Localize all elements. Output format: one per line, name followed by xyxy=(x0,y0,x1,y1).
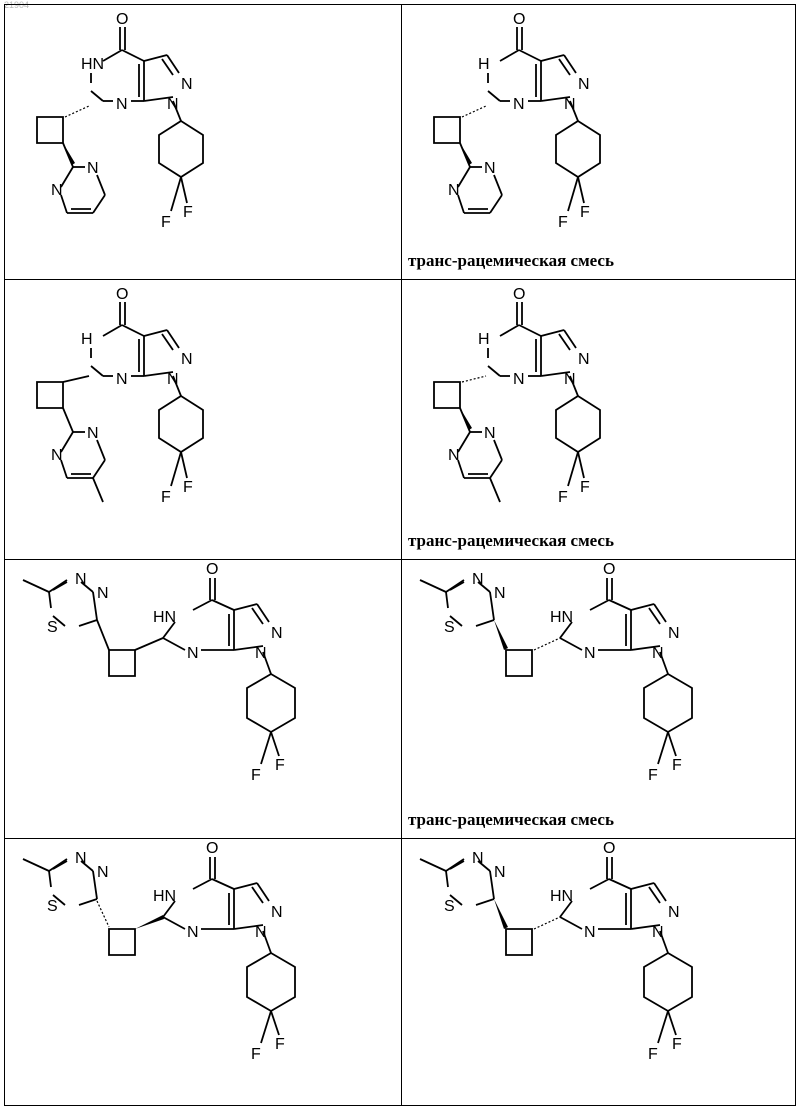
atom-label: HN xyxy=(153,888,176,905)
atom-label: F xyxy=(183,204,193,221)
atom-label: N xyxy=(51,447,63,464)
cell-r2-c2: O H N N N N N F F транс-рацемическая сме… xyxy=(402,280,797,559)
atom-label: N xyxy=(181,76,193,93)
atom-label: N xyxy=(448,182,460,199)
atom-label: H xyxy=(478,331,490,348)
atom-label: N xyxy=(652,645,664,662)
atom-label: O xyxy=(206,561,218,578)
chemical-structure-pyrimidinyl-cyclobutyl-pyrazolopyrimidinone-trans: O H N N N N N F F xyxy=(402,5,797,279)
atom-label: F xyxy=(183,479,193,496)
atom-label: N xyxy=(87,425,99,442)
atom-label: F xyxy=(672,1036,682,1053)
atom-label: H xyxy=(81,331,93,348)
atom-label: N xyxy=(484,425,496,442)
atom-label: N xyxy=(584,924,596,941)
atom-label: O xyxy=(116,286,128,303)
atom-label: N xyxy=(116,371,128,388)
atom-label: S xyxy=(444,619,455,636)
atom-label: O xyxy=(513,286,525,303)
cell-r4-c2: N N S O HN N N N F F xyxy=(402,839,797,1105)
atom-label: N xyxy=(584,645,596,662)
cell-r1-c1: O HN N N N N N F F xyxy=(5,5,401,279)
atom-label: F xyxy=(672,757,682,774)
atom-label: N xyxy=(97,864,109,881)
atom-label: HN xyxy=(550,609,573,626)
atom-label: N xyxy=(484,160,496,177)
atom-label: N xyxy=(97,585,109,602)
atom-label: HN xyxy=(550,888,573,905)
structures-table: O HN N N N N N F F xyxy=(4,4,796,1106)
atom-label: O xyxy=(513,11,525,28)
atom-label: HN xyxy=(81,56,104,73)
atom-label: F xyxy=(275,1036,285,1053)
atom-label: N xyxy=(187,924,199,941)
atom-label: F xyxy=(648,767,658,784)
atom-label: S xyxy=(47,619,58,636)
atom-label: N xyxy=(75,571,87,588)
atom-label: N xyxy=(51,182,63,199)
chemical-structure-methylthiadiazolyl-cyclobutyl-pyrazolopyrimidinone-trans: N N S O HN N N N F F xyxy=(402,560,797,838)
atom-label: F xyxy=(580,479,590,496)
chemical-structure-methylpyrimidinyl-cyclobutyl-pyrazolopyrimidinone-trans: O H N N N N N F F xyxy=(402,280,797,559)
atom-label: N xyxy=(668,904,680,921)
atom-label: F xyxy=(275,757,285,774)
atom-label: N xyxy=(668,625,680,642)
atom-label: N xyxy=(513,371,525,388)
atom-label: N xyxy=(494,585,506,602)
atom-label: N xyxy=(271,625,283,642)
chemical-structure-methylthiadiazolyl-cyclobutyl-pyrazolopyrimidinone: N N S O HN N N N F F xyxy=(5,560,401,838)
atom-label: N xyxy=(448,447,460,464)
atom-label: N xyxy=(494,864,506,881)
atom-label: F xyxy=(161,489,171,506)
atom-label: F xyxy=(558,214,568,231)
atom-label: F xyxy=(648,1046,658,1063)
atom-label: O xyxy=(206,840,218,857)
atom-label: HN xyxy=(153,609,176,626)
atom-label: F xyxy=(251,767,261,784)
atom-label: F xyxy=(161,214,171,231)
atom-label: N xyxy=(167,371,179,388)
atom-label: N xyxy=(652,924,664,941)
atom-label: N xyxy=(167,96,179,113)
stereo-caption: транс-рацемическая смесь xyxy=(408,810,614,830)
atom-label: N xyxy=(513,96,525,113)
atom-label: N xyxy=(87,160,99,177)
chemical-structure-pyrimidinyl-cyclobutyl-pyrazolopyrimidinone: O HN N N N N N F F xyxy=(5,5,401,279)
cell-r3-c1: N N S O HN N N N F F xyxy=(5,560,401,838)
atom-label: N xyxy=(578,351,590,368)
atom-label: F xyxy=(251,1046,261,1063)
atom-label: S xyxy=(47,898,58,915)
stereo-caption: транс-рацемическая смесь xyxy=(408,251,614,271)
atom-label: N xyxy=(75,850,87,867)
atom-label: N xyxy=(255,645,267,662)
cell-r4-c1: N N S O HN N N N F F xyxy=(5,839,401,1105)
atom-label: N xyxy=(116,96,128,113)
atom-label: H xyxy=(478,56,490,73)
atom-label: N xyxy=(472,571,484,588)
atom-label: N xyxy=(564,96,576,113)
atom-label: N xyxy=(564,371,576,388)
atom-label: N xyxy=(472,850,484,867)
atom-label: O xyxy=(603,840,615,857)
cell-r3-c2: N N S O HN N N N F F транс-рацемическая … xyxy=(402,560,797,838)
atom-label: N xyxy=(187,645,199,662)
atom-label: O xyxy=(603,561,615,578)
chemical-structure-methylthiadiazolyl-cyclobutyl-pyrazolopyrimidinone-enantiomer-b: N N S O HN N N N F F xyxy=(402,839,797,1105)
cell-r2-c1: O H N N N N N F F xyxy=(5,280,401,559)
atom-label: N xyxy=(255,924,267,941)
stereo-caption: транс-рацемическая смесь xyxy=(408,531,614,551)
atom-label: O xyxy=(116,11,128,28)
atom-label: N xyxy=(578,76,590,93)
atom-label: F xyxy=(558,489,568,506)
atom-label: N xyxy=(181,351,193,368)
atom-label: F xyxy=(580,204,590,221)
chemical-structure-methylpyrimidinyl-cyclobutyl-pyrazolopyrimidinone: O H N N N N N F F xyxy=(5,280,401,559)
cell-r1-c2: O H N N N N N F F транс-рацемическая сме… xyxy=(402,5,797,279)
atom-label: N xyxy=(271,904,283,921)
atom-label: S xyxy=(444,898,455,915)
chemical-structure-methylthiadiazolyl-cyclobutyl-pyrazolopyrimidinone-enantiomer-a: N N S O HN N N N F F xyxy=(5,839,401,1105)
